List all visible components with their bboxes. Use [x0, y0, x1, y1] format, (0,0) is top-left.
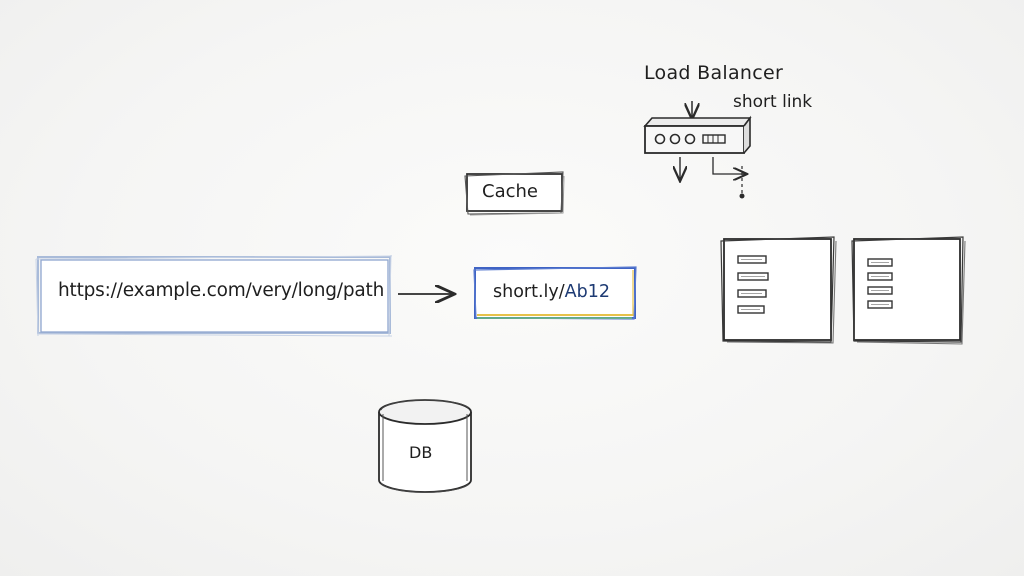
long-url-box — [35, 254, 393, 337]
server-panel-1 — [720, 236, 837, 344]
short-link-label: short link — [733, 92, 813, 112]
short-url-prefix: short.ly/ — [493, 282, 565, 302]
short-url-text: short.ly/Ab12 — [493, 282, 610, 302]
server-panel-2 — [851, 236, 966, 345]
short-url-box — [473, 266, 637, 320]
cache-label: Cache — [482, 181, 538, 202]
load-balancer-device-icon — [643, 101, 752, 199]
database-cylinder-icon — [378, 399, 472, 493]
short-url-code: Ab12 — [564, 282, 611, 302]
load-balancer-label: Load Balancer — [644, 62, 784, 84]
cache-box — [464, 171, 565, 216]
db-label: DB — [409, 443, 433, 462]
long-url-text: https://example.com/very/long/path — [58, 280, 385, 301]
